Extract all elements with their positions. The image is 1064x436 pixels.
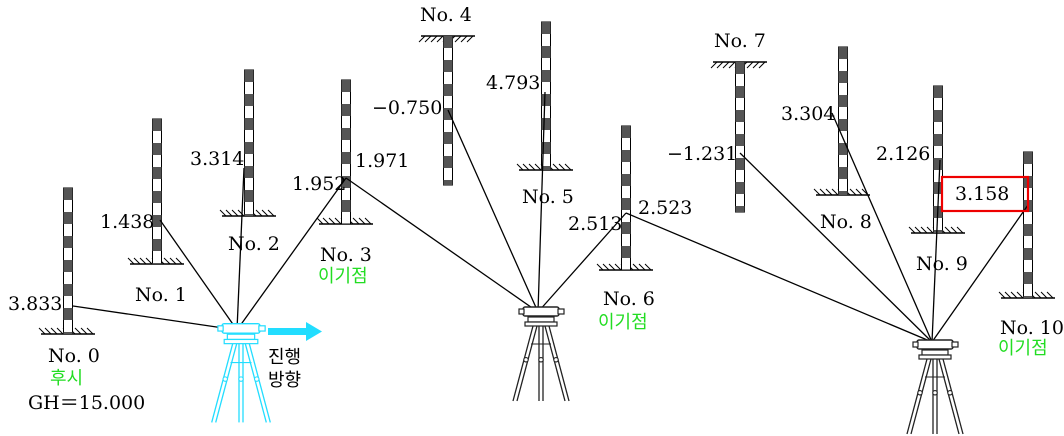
- station-label-no0: No. 0: [48, 345, 100, 367]
- direction-label-line2: 방향: [268, 370, 301, 391]
- turning-point-no6: 이기점: [598, 312, 648, 333]
- rod-no3: [341, 79, 351, 225]
- turning-point-no10: 이기점: [998, 338, 1048, 359]
- sight-line-no2: [236, 167, 245, 331]
- level-instrument-2-icon: [512, 306, 570, 402]
- sight-line-no8: [831, 112, 933, 343]
- reading-no9: 2.126: [876, 143, 930, 165]
- sight-line-no3: [236, 177, 347, 331]
- highlight-box: [940, 175, 1030, 213]
- turning-point-no3: 이기점: [318, 266, 368, 287]
- reading-no4: −0.750: [372, 97, 442, 119]
- station-label-no3: No. 3: [320, 244, 372, 266]
- reading-no8: 3.304: [781, 103, 835, 125]
- station-label-no9: No. 9: [916, 253, 968, 275]
- sight-line-no6-back: [625, 212, 933, 343]
- direction-arrow-icon: [268, 322, 322, 341]
- station-label-no10: No. 10: [1000, 317, 1064, 339]
- rod-no0: [63, 187, 73, 335]
- level-instrument-3-icon: [906, 339, 964, 435]
- reading-no6-fore: 2.523: [638, 197, 692, 219]
- reading-no1: 1.438: [100, 211, 154, 233]
- leveling-rods: [63, 21, 1033, 335]
- rod-no7: [735, 61, 745, 213]
- station-label-no8: No. 8: [820, 211, 872, 233]
- reading-no6-back: 2.513: [568, 213, 622, 235]
- sight-line-no10: [931, 204, 1029, 343]
- station-labels: No. 0 No. 1 No. 2 No. 3 No. 4 No. 5 No. …: [48, 4, 1064, 367]
- sight-line-no3-back: [345, 177, 539, 313]
- reading-no5: 4.793: [486, 72, 540, 94]
- rod-no6: [621, 125, 631, 271]
- sight-line-no7: [739, 152, 933, 343]
- station-label-no4: No. 4: [420, 4, 472, 26]
- reading-no3-back: 1.952: [292, 173, 346, 195]
- sight-line-no9: [931, 159, 941, 343]
- rod-no2: [244, 69, 254, 217]
- station-label-no1: No. 1: [135, 284, 187, 306]
- reading-no7: −1.231: [667, 143, 737, 165]
- sight-line-no5: [537, 91, 546, 313]
- notes: 후시 GH＝15.000 이기점 이기점 이기점 진행 방향: [28, 266, 1048, 414]
- reading-no2: 3.314: [190, 148, 244, 170]
- sight-line-no4: [447, 109, 539, 313]
- rod-no1: [152, 118, 162, 265]
- station-label-no2: No. 2: [228, 233, 280, 255]
- station-label-no6: No. 6: [603, 288, 655, 310]
- sight-line-no0: [72, 305, 238, 331]
- reading-no10: 3.158: [955, 183, 1009, 205]
- rod-no8: [838, 46, 848, 196]
- rod-readings: 3.833 1.438 3.314 1.952 1.971 −0.750 4.7…: [8, 72, 1030, 315]
- sight-lines: [72, 91, 1029, 343]
- rod-no10: [1023, 151, 1033, 299]
- backsight-label: 후시: [50, 368, 83, 389]
- sight-line-no1: [159, 219, 238, 331]
- station-label-no5: No. 5: [522, 186, 574, 208]
- sight-line-no6: [537, 212, 627, 313]
- station-label-no7: No. 7: [714, 30, 766, 52]
- level-instrument-1-icon: [211, 323, 271, 423]
- reading-no0: 3.833: [8, 293, 62, 315]
- reading-no3-fore: 1.971: [355, 150, 409, 172]
- gh-label: GH＝15.000: [28, 392, 145, 414]
- direction-label-line1: 진행: [268, 347, 301, 368]
- rod-no5: [541, 21, 551, 171]
